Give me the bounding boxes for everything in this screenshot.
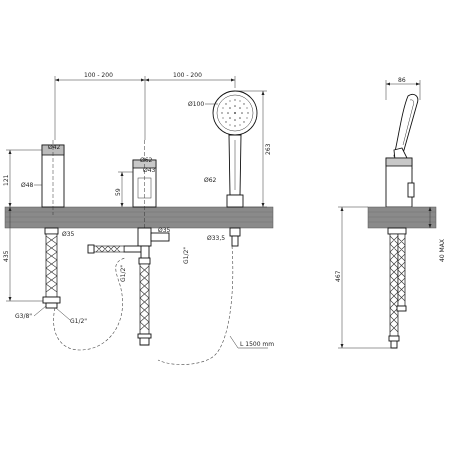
dia-42-label: Ø42 <box>48 144 61 151</box>
deck-hatch <box>5 211 273 223</box>
center-underdeck-body <box>123 227 170 346</box>
thread-g12-left-label: G1/2" <box>120 265 127 282</box>
thread-g12-right-label: G1/2" <box>183 247 190 264</box>
spread-right-label: 100 - 200 <box>173 72 202 79</box>
h-121-label: 121 <box>3 174 10 186</box>
side-height-467-dim <box>338 206 392 349</box>
dia-43-label: Ø43 <box>143 167 156 174</box>
dia-35-left-label: Ø35 <box>62 231 75 238</box>
side-view: 86 <box>367 77 437 349</box>
h-435-label: 435 <box>3 250 10 262</box>
side-deck <box>367 206 437 229</box>
dia-335-label: Ø33,5 <box>207 235 225 242</box>
side-max-label: 40 MAX <box>439 239 446 262</box>
thread-g38-label: G3/8" <box>15 313 32 320</box>
height-435-dim <box>6 207 44 302</box>
hose-route-dashed <box>53 257 126 351</box>
dia-62-right-label: Ø62 <box>204 177 217 184</box>
hose-length-label: L 1500 mm <box>240 341 274 348</box>
spread-dimensions: 100 - 200 100 - 200 <box>54 72 236 140</box>
h-263-label: 263 <box>265 143 272 155</box>
side-max-dim <box>428 207 432 228</box>
left-supply-hose <box>42 227 61 309</box>
shower-hose-dashed <box>157 245 234 365</box>
thread-g12-bottom-label: G1/2" <box>70 318 87 325</box>
dia-100-label: Ø100 <box>188 101 204 108</box>
side-width-label: 86 <box>398 77 406 84</box>
deck-section <box>4 206 274 229</box>
side-shower-head <box>393 93 419 158</box>
dia-35-mid-label: Ø35 <box>158 227 171 234</box>
height-263-dim <box>235 90 267 208</box>
spread-left-label: 100 - 200 <box>84 72 113 79</box>
side-height-label: 467 <box>335 270 342 282</box>
left-mixer-body <box>41 140 65 215</box>
height-59-dim <box>118 171 133 207</box>
height-121-dim <box>6 149 42 207</box>
shower-nozzles <box>221 99 249 127</box>
dia-62-top-label: Ø62 <box>140 157 153 164</box>
dia-48-label: Ø48 <box>21 182 34 189</box>
shower-holder <box>226 194 244 208</box>
h-59-label: 59 <box>115 188 122 196</box>
center-side-hose <box>87 244 125 254</box>
